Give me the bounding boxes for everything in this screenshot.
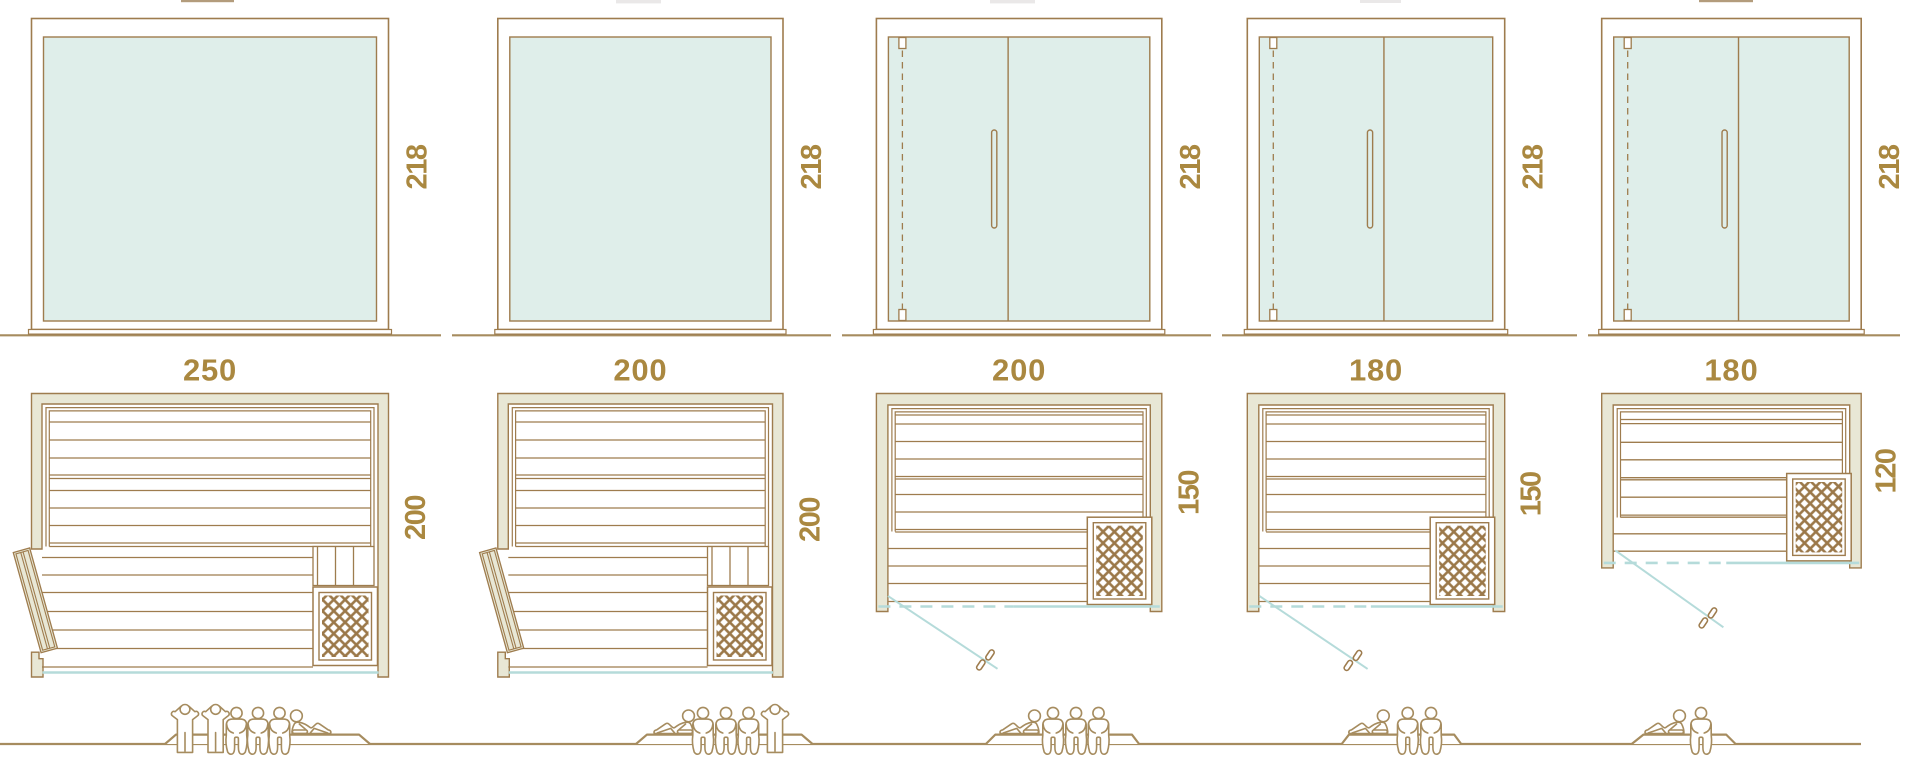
svg-text:200: 200 <box>795 498 827 542</box>
svg-text:200: 200 <box>400 496 432 540</box>
svg-text:200: 200 <box>992 353 1046 388</box>
svg-text:120: 120 <box>1871 449 1903 493</box>
svg-text:150: 150 <box>1174 471 1206 515</box>
svg-text:218: 218 <box>402 144 434 189</box>
svg-text:250: 250 <box>183 353 237 388</box>
svg-text:218: 218 <box>1175 144 1207 189</box>
svg-text:218: 218 <box>1874 144 1906 189</box>
svg-text:180: 180 <box>1704 353 1758 388</box>
svg-text:218: 218 <box>796 144 828 189</box>
svg-text:180: 180 <box>1349 353 1403 388</box>
svg-text:218: 218 <box>1518 144 1550 189</box>
svg-text:200: 200 <box>613 353 667 388</box>
svg-text:150: 150 <box>1516 472 1548 516</box>
